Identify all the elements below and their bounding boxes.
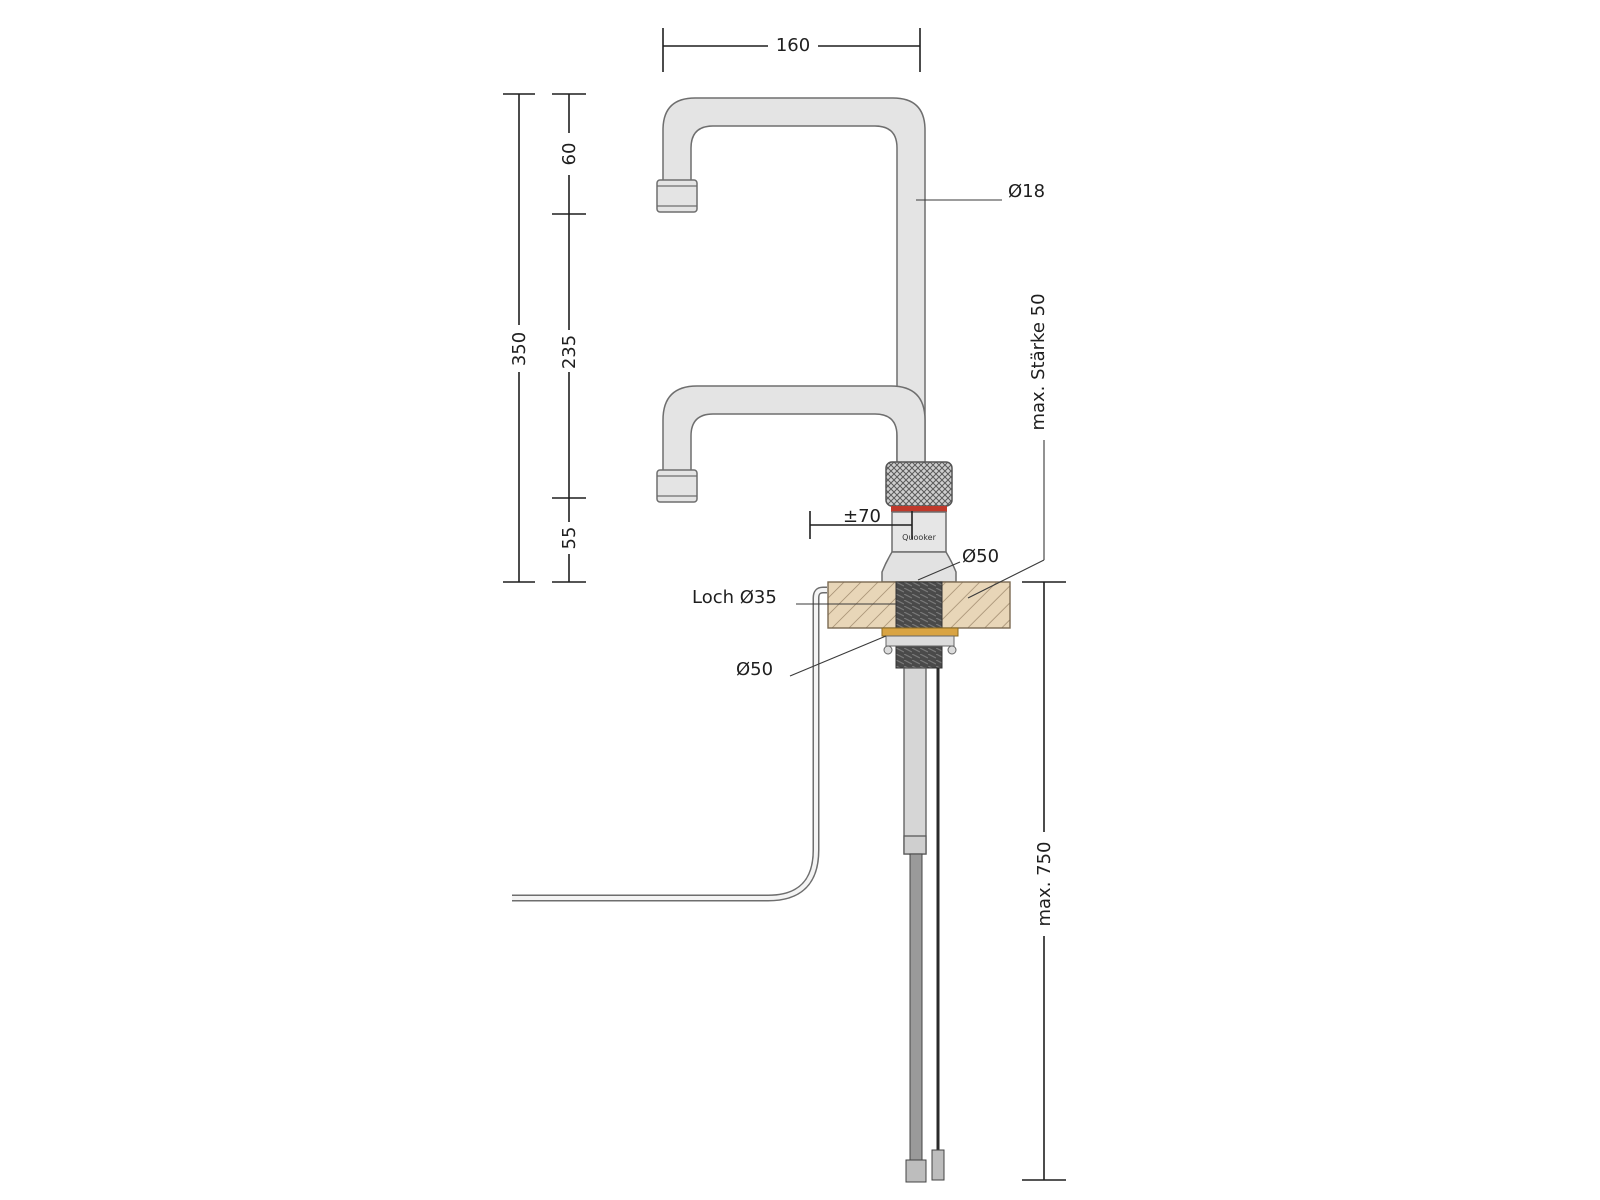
- tap-diagram-icon: Quooker: [656, 97, 957, 583]
- washer: [881, 627, 959, 637]
- short-spout-nozzle: [656, 469, 698, 503]
- supply-line: [512, 586, 827, 902]
- lock-nut: [885, 635, 955, 647]
- callout-diameter-50-lower: Ø50: [736, 635, 887, 680]
- label-d18: Ø18: [1008, 181, 1045, 202]
- label-d50-upper: Ø50: [962, 546, 999, 567]
- label-hole: Loch Ø35: [692, 587, 777, 608]
- callout-max-thickness: max. Stärke 50: [967, 293, 1049, 599]
- dimension-height-350: 350: [503, 93, 535, 583]
- red-indicator-ring: [891, 506, 947, 512]
- dimension-max-750: max. 750: [1022, 581, 1066, 1181]
- label-350: 350: [509, 332, 530, 366]
- callout-diameter-18: Ø18: [916, 181, 1045, 202]
- label-235: 235: [559, 335, 580, 369]
- label-adjust: ±70: [843, 506, 881, 527]
- mounting-thread: [895, 581, 943, 669]
- label-max-thickness: max. Stärke 50: [1028, 293, 1049, 430]
- callout-diameter-50-upper: Ø50: [917, 546, 999, 581]
- dimension-width-160: 160: [662, 28, 921, 72]
- label-max-750: max. 750: [1034, 841, 1055, 926]
- tap-base: [881, 551, 957, 583]
- label-55: 55: [559, 527, 580, 550]
- tall-spout-nozzle: [656, 179, 698, 213]
- tap-body: [891, 511, 947, 553]
- dimension-adjust-70: ±70: [809, 506, 913, 539]
- lower-pipe: [903, 667, 927, 855]
- label-60: 60: [559, 143, 580, 166]
- supply-hose: [909, 853, 923, 1181]
- hose-connector: [905, 1159, 927, 1183]
- label-d50-lower: Ø50: [736, 659, 773, 680]
- dimension-segments: 60 235 55: [552, 93, 586, 583]
- cable-connector: [931, 1149, 945, 1181]
- label-160: 160: [776, 35, 810, 56]
- callout-hole-35: Loch Ø35: [692, 587, 896, 608]
- short-spout: [662, 385, 926, 476]
- brand-mark: Quooker: [902, 533, 936, 542]
- knurled-handle: [885, 461, 953, 507]
